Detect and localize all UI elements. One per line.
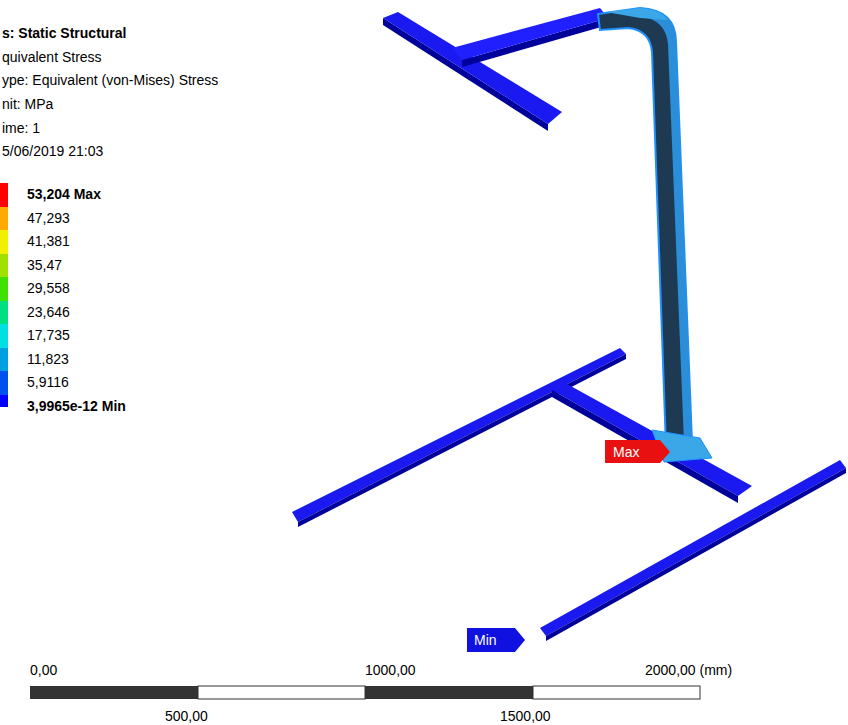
legend-swatch [0,207,8,231]
result-info: ime: 1 [2,120,40,136]
legend-swatch [0,277,8,301]
result-info: quivalent Stress [2,49,102,65]
legend-value: 47,293 [27,210,70,226]
right-rail [540,460,846,636]
scale-value: 500,00 [165,708,208,724]
scale-bar [533,686,700,699]
result-info: 5/06/2019 21:03 [2,143,103,159]
column-edge [640,8,692,443]
right-rail-side [546,468,846,641]
legend-swatch [0,254,8,278]
scale-bar [30,686,198,699]
left-rail-side [298,354,626,527]
legend-swatch [0,395,8,407]
scale-value: 2000,00 (mm) [645,662,732,678]
result-info: nit: MPa [2,96,53,112]
result-title: s: Static Structural [2,25,126,41]
legend-value: 53,204 Max [27,186,101,202]
scale-value: 1000,00 [365,662,416,678]
scale-bar [365,686,533,699]
legend-swatch [0,230,8,254]
legend-value: 3,9965e-12 Min [27,398,126,414]
min-tag: Min [474,632,497,648]
scale-bar [198,686,365,699]
legend-swatch [0,348,8,372]
legend-value: 41,381 [27,233,70,249]
column-top [606,8,668,20]
result-info: ype: Equivalent (von-Mises) Stress [2,72,218,88]
beam-top [452,8,608,60]
legend-value: 35,47 [27,257,62,273]
cross-beam [552,384,752,496]
legend-value: 11,823 [27,351,69,367]
min-marker [467,628,525,652]
legend-swatch [0,324,8,348]
scale-value: 0,00 [30,662,57,678]
legend-swatch [0,371,8,395]
legend-value: 29,558 [27,280,70,296]
legend-swatch [0,301,8,325]
legend-value: 5,9116 [27,374,69,390]
left-rail [292,348,626,522]
legend-value: 17,735 [27,327,70,343]
max-tag: Max [613,444,639,460]
max-marker [605,440,670,463]
cross-beam-side [552,390,738,503]
scale-value: 1500,00 [500,708,551,724]
legend-swatch [0,183,8,207]
column-plate [598,8,692,447]
legend-value: 23,646 [27,304,70,320]
